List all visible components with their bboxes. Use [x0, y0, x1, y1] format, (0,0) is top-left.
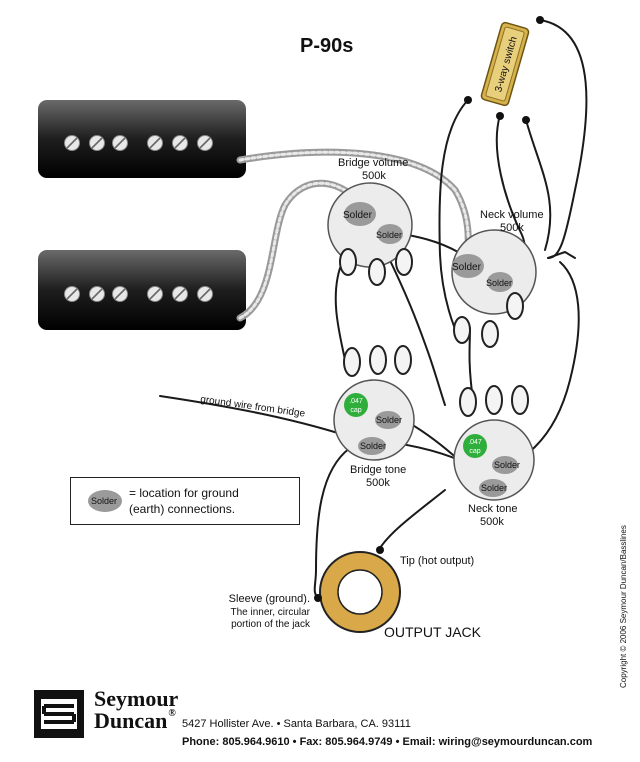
solder-label: Solder — [360, 441, 386, 451]
logo-s-icon — [41, 699, 77, 729]
neck-tone-name: Neck tone — [468, 503, 518, 515]
cap-value: .047 — [468, 439, 482, 446]
braided-pickup-lead-bridge — [236, 148, 472, 272]
legend-solder-blob — [88, 490, 122, 512]
bridge-volume-value: 500k — [362, 170, 386, 182]
neck-volume-pot: Solder Solder Neck volume 500k — [451, 209, 544, 348]
copyright-text: Copyright © 2006 Seymour Duncan/Bassline… — [619, 525, 628, 688]
brand-name-line2-text: Duncan — [94, 708, 168, 733]
solder-label: Solder — [452, 262, 482, 273]
bridge-volume-name: Bridge volume — [338, 157, 408, 169]
neck-tone-pot: .047 cap Solder Solder Neck tone 500k — [453, 385, 535, 528]
cap-icon — [344, 393, 368, 417]
output-jack: Tip (hot output) Sleeve (ground). The in… — [229, 546, 482, 640]
neck-pickup — [38, 250, 246, 330]
neck-volume-value: 500k — [500, 222, 524, 234]
bridge-tone-value: 500k — [366, 477, 390, 489]
solder-label: Solder — [494, 460, 520, 470]
legend-text-line2: (earth) connections. — [129, 502, 235, 516]
jack-sleeve-label-2: The inner, circular — [231, 607, 311, 618]
cap-value: .047 — [349, 398, 363, 405]
cap-icon — [463, 434, 487, 458]
three-way-switch: 3-way switch — [464, 16, 544, 124]
solder-label: Solder — [486, 278, 512, 288]
legend-solder-sample: Solder — [91, 496, 117, 506]
brand-name-line1: Seymour — [94, 686, 179, 711]
solder-label: Solder — [481, 483, 507, 493]
bridge-pickup — [38, 100, 246, 178]
registered-mark: ® — [168, 708, 176, 719]
bridge-tone-pot: .047 cap Solder Solder Bridge tone 500k — [333, 345, 415, 489]
neck-tone-value: 500k — [480, 516, 504, 528]
footer-contact: Phone: 805.964.9610 • Fax: 805.964.9749 … — [182, 736, 593, 748]
solder-label: Solder — [376, 230, 402, 240]
jack-sleeve-label-3: portion of the jack — [231, 619, 311, 630]
cap-unit: cap — [469, 448, 480, 455]
brand-name-line2: Duncan® — [94, 708, 176, 734]
legend-text-line1: = location for ground — [129, 486, 239, 500]
footer-address: 5427 Hollister Ave. • Santa Barbara, CA.… — [182, 718, 411, 730]
legend-graphic: Solder = location for ground (earth) con… — [88, 486, 239, 516]
output-jack-title: OUTPUT JACK — [384, 624, 482, 640]
diagram-title: P-90s — [300, 35, 353, 57]
cap-unit: cap — [350, 407, 361, 414]
solder-label: Solder — [343, 210, 373, 221]
solder-label: Solder — [376, 415, 402, 425]
jack-sleeve-label-1: Sleeve (ground). — [229, 593, 310, 605]
bridge-tone-name: Bridge tone — [350, 464, 406, 476]
footer: Seymour Duncan® 5427 Hollister Ave. • Sa… — [0, 680, 640, 762]
jack-tip-label: Tip (hot output) — [400, 555, 474, 567]
seymour-duncan-logo — [34, 690, 84, 738]
neck-volume-name: Neck volume — [480, 209, 544, 221]
legend-box: Solder = location for ground (earth) con… — [70, 477, 300, 525]
ground-wire-label: ground wire from bridge — [200, 394, 307, 420]
bridge-volume-pot: Solder Solder Bridge volume 500k — [327, 157, 413, 286]
braided-pickup-lead-neck — [236, 179, 359, 322]
